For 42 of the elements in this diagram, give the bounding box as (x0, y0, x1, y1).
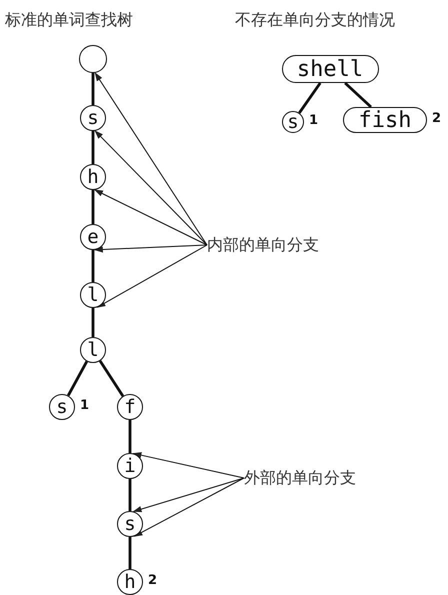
leaf-number: 2 (148, 573, 158, 588)
letter-node: l (80, 337, 106, 363)
tree-branch (133, 478, 244, 537)
tree-branch (92, 308, 94, 337)
tree-branch (132, 452, 244, 478)
letter-node: h (80, 164, 106, 190)
letter-node: l (80, 282, 106, 308)
word-node: shell (282, 55, 378, 83)
root-node (79, 45, 107, 73)
tree-branch (128, 479, 132, 511)
callout-text: 外部的单向分支 (244, 466, 356, 490)
leaf-number: 1 (80, 398, 90, 413)
letter-node: s (49, 394, 75, 420)
tree-branch (92, 131, 94, 164)
tree-branch (344, 82, 372, 108)
tree-branch (128, 420, 132, 453)
panel-heading: 标准的单词查找树 (5, 10, 133, 31)
panel-heading: 不存在单向分支的情况 (235, 10, 395, 31)
tree-branch (98, 360, 124, 397)
callout-text: 内部的单向分支 (207, 233, 319, 257)
letter-node: s (80, 105, 106, 131)
tree-branch (96, 244, 208, 308)
letter-node: f (117, 394, 143, 420)
word-node: fish (343, 107, 427, 133)
tree-branch (66, 360, 88, 396)
tree-branch (94, 130, 208, 246)
tree-branch (92, 190, 94, 224)
letter-node: s (117, 511, 143, 537)
tree-branch (298, 82, 322, 114)
tree-branch (92, 250, 94, 282)
leaf-number: 2 (432, 111, 442, 126)
letter-node: e (80, 224, 106, 250)
tree-branch (132, 478, 244, 512)
tree-branch (94, 72, 208, 246)
tree-branch (94, 244, 208, 253)
letter-node: i (117, 453, 143, 479)
letter-node: s (282, 111, 304, 133)
tree-branch (94, 189, 208, 246)
leaf-number: 1 (309, 113, 318, 128)
letter-node: h (117, 569, 143, 595)
tree-branch (92, 73, 94, 105)
tree-branch (128, 537, 132, 569)
